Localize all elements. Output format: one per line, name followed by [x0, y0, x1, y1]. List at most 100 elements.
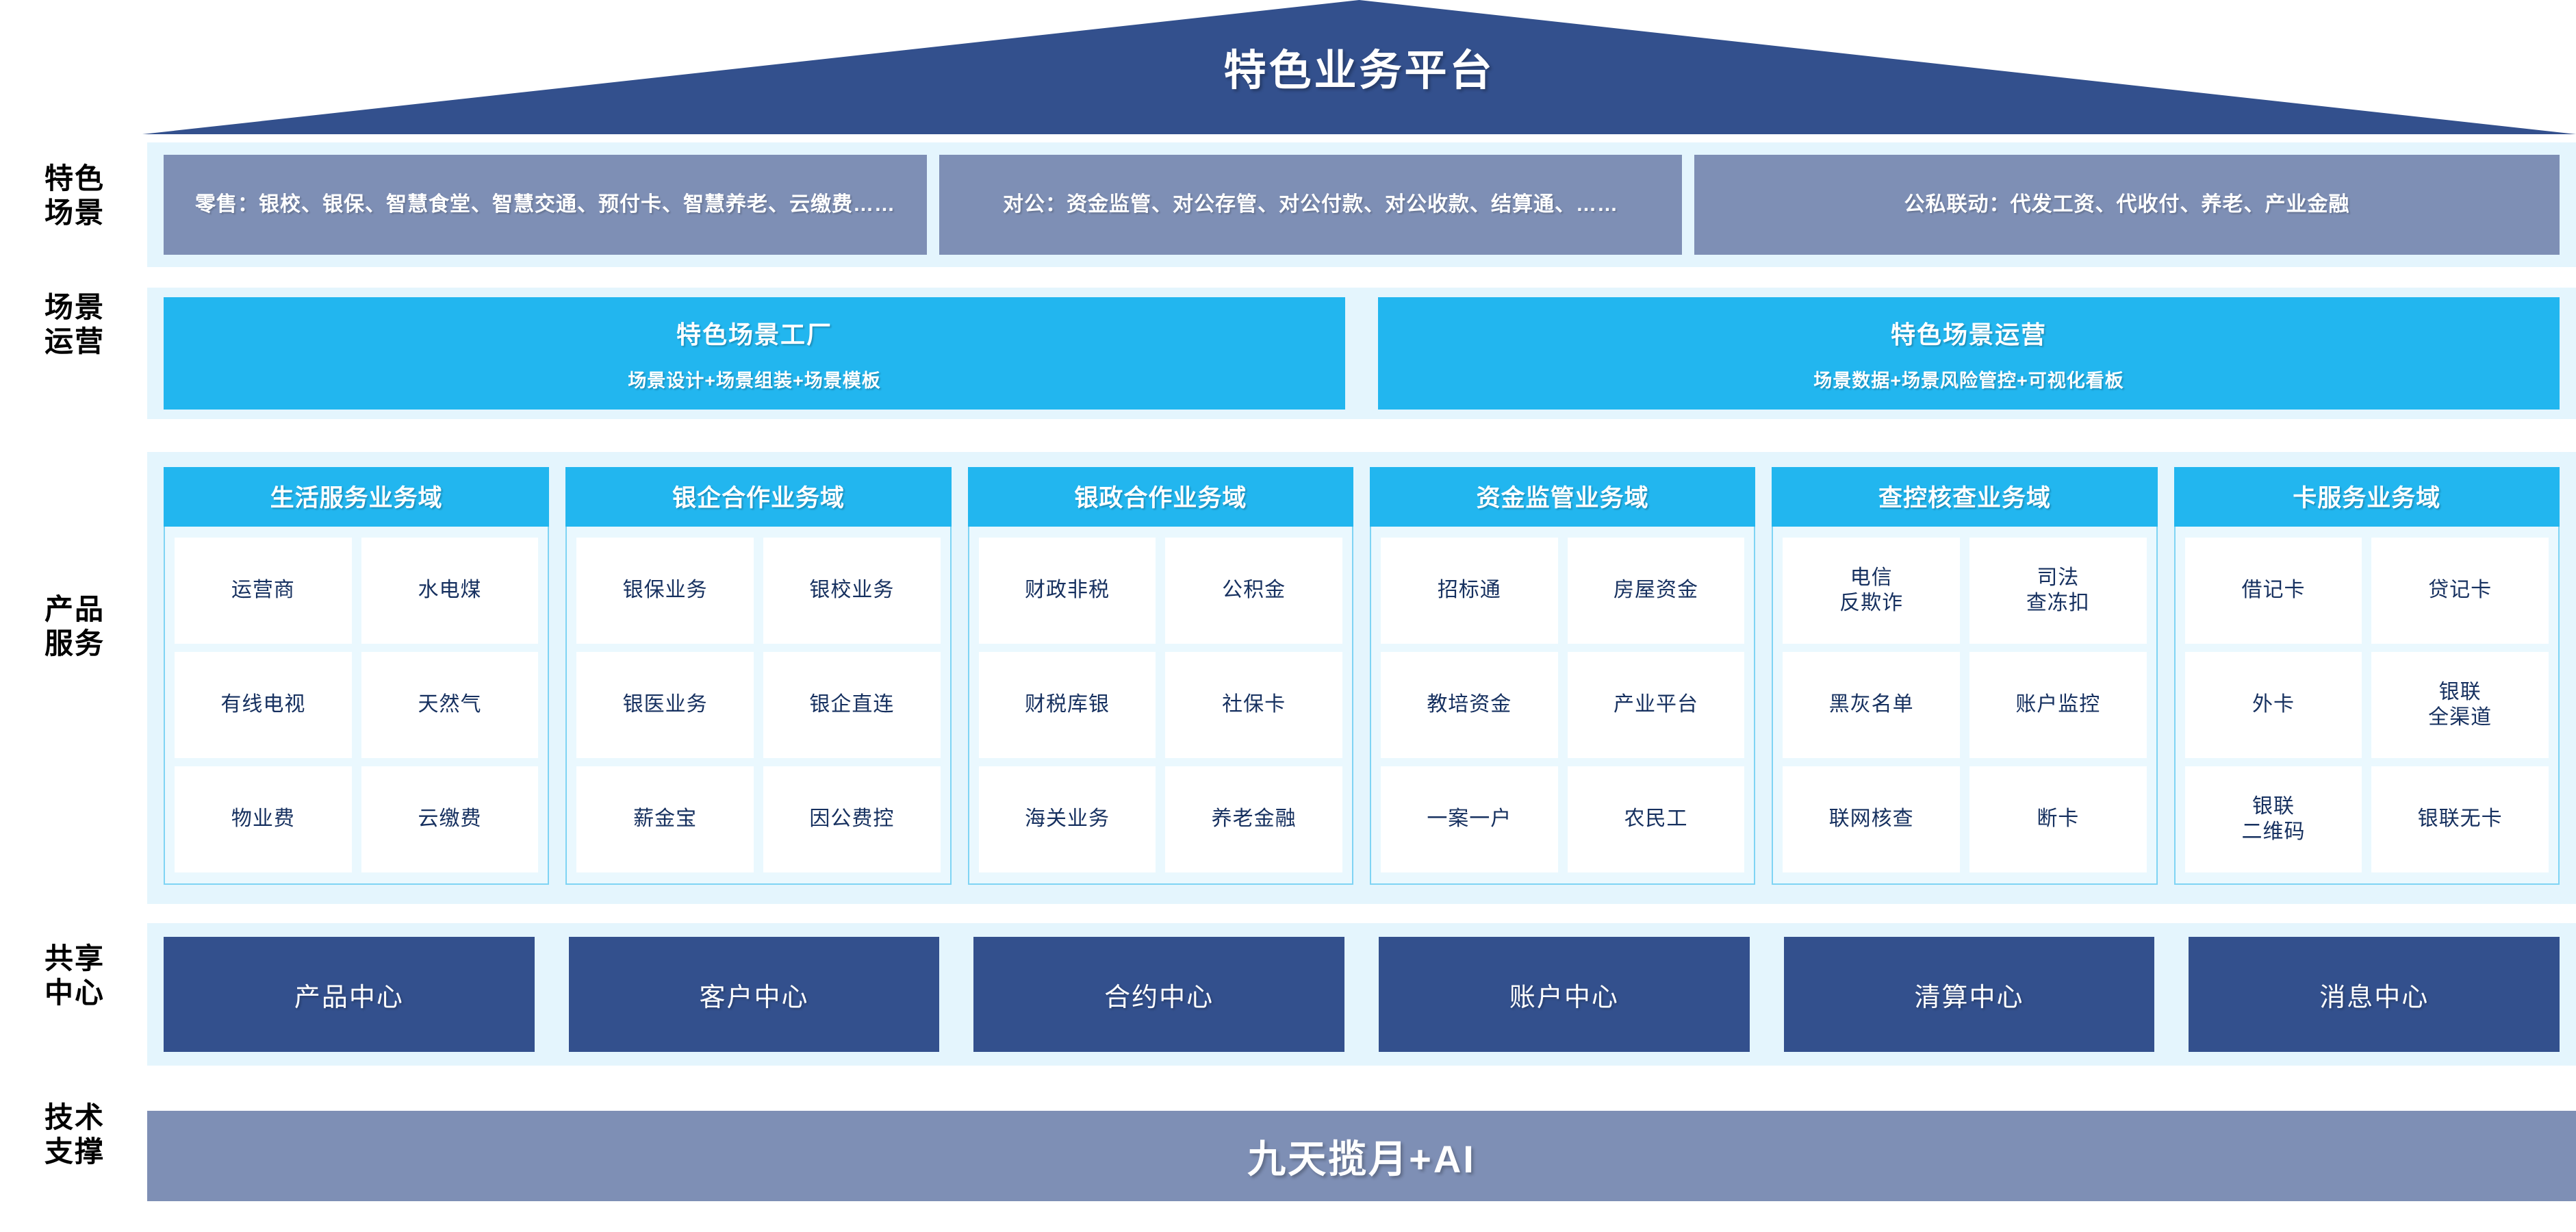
product-tile[interactable]: 财政非税: [978, 538, 1156, 644]
product-domain-column-3: 银政合作业务域财政非税公积金财税库银社保卡海关业务养老金融: [967, 467, 1353, 885]
product-tile[interactable]: 电信反欺诈: [1783, 538, 1960, 644]
product-domain-column-1: 生活服务业务域运营商水电煤有线电视天然气物业费云缴费: [164, 467, 550, 885]
product-domain-header-6[interactable]: 卡服务业务域: [2173, 467, 2560, 527]
product-domain-header-3[interactable]: 银政合作业务域: [967, 467, 1353, 527]
product-tile-row: 外卡银联全渠道: [2184, 652, 2549, 758]
product-domain-body-6: 借记卡贷记卡外卡银联全渠道银联二维码银联无卡: [2173, 527, 2560, 885]
product-tile-row: 银医业务银企直连: [576, 652, 941, 758]
product-tile-row: 财税库银社保卡: [978, 652, 1342, 758]
operations-title-1: 特色场景工厂: [676, 320, 832, 349]
product-domain-header-5[interactable]: 查控核查业务域: [1772, 467, 2158, 527]
product-tile-row: 教培资金产业平台: [1380, 652, 1745, 758]
product-domain-body-4: 招标通房屋资金教培资金产业平台一案一户农民工: [1369, 527, 1756, 885]
product-tile[interactable]: 账户监控: [1969, 652, 2147, 758]
product-tile-row: 黑灰名单账户监控: [1783, 652, 2147, 758]
shared-center-3[interactable]: 合约中心: [973, 937, 1345, 1052]
product-tile[interactable]: 银联全渠道: [2371, 652, 2549, 758]
row-label-centers: 共享 中心: [10, 942, 140, 1009]
product-tile-row: 财政非税公积金: [978, 538, 1342, 644]
product-tile[interactable]: 财税库银: [978, 652, 1156, 758]
product-tile[interactable]: 外卡: [2184, 652, 2362, 758]
row-label-tech-line2: 支撑: [44, 1135, 105, 1168]
scene-box-1: 零售：银校、银保、智慧食堂、智慧交通、预付卡、智慧养老、云缴费……: [164, 155, 927, 255]
product-tile[interactable]: 断卡: [1969, 766, 2147, 872]
product-tile[interactable]: 云缴费: [361, 766, 539, 872]
product-domain-column-2: 银企合作业务域银保业务银校业务银医业务银企直连薪金宝因公费控: [565, 467, 952, 885]
row-label-scenes-line2: 场景: [44, 196, 105, 229]
product-tile[interactable]: 司法查冻扣: [1969, 538, 2147, 644]
shared-centers-band: 产品中心客户中心合约中心账户中心清算中心消息中心: [147, 923, 2576, 1066]
product-tile[interactable]: 社保卡: [1165, 652, 1342, 758]
shared-center-2[interactable]: 客户中心: [568, 937, 940, 1052]
product-tile[interactable]: 教培资金: [1380, 652, 1558, 758]
product-tile[interactable]: 海关业务: [978, 766, 1156, 872]
row-label-operations-line2: 运营: [44, 325, 105, 357]
product-tile[interactable]: 招标通: [1380, 538, 1558, 644]
page-title: 特色业务平台: [1223, 47, 1495, 95]
product-tile[interactable]: 银医业务: [576, 652, 754, 758]
products-band: 生活服务业务域运营商水电煤有线电视天然气物业费云缴费银企合作业务域银保业务银校业…: [147, 452, 2576, 904]
product-tile-row: 银保业务银校业务: [576, 538, 941, 644]
scene-box-3: 公私联动：代发工资、代收付、养老、产业金融: [1694, 155, 2560, 255]
product-tile[interactable]: 银校业务: [763, 538, 941, 644]
row-label-operations-line1: 场景: [44, 291, 105, 323]
operations-band: 特色场景工厂场景设计+场景组装+场景模板特色场景运营场景数据+场景风险管控+可视…: [147, 288, 2576, 419]
operations-box-1: 特色场景工厂场景设计+场景组装+场景模板: [164, 297, 1345, 410]
operations-box-2: 特色场景运营场景数据+场景风险管控+可视化看板: [1378, 297, 2560, 410]
shared-center-1[interactable]: 产品中心: [164, 937, 535, 1052]
product-tile-row: 银联二维码银联无卡: [2184, 766, 2549, 872]
row-label-tech-line1: 技术: [44, 1101, 105, 1133]
product-domain-header-1[interactable]: 生活服务业务域: [164, 467, 550, 527]
product-tile-row: 运营商水电煤: [175, 538, 539, 644]
product-tile-row: 薪金宝因公费控: [576, 766, 941, 872]
platform-title-banner: 特色业务平台: [142, 0, 2576, 134]
product-tile[interactable]: 银联无卡: [2371, 766, 2549, 872]
operations-subtitle-1: 场景设计+场景组装+场景模板: [628, 370, 881, 391]
product-tile[interactable]: 公积金: [1165, 538, 1342, 644]
product-tile[interactable]: 天然气: [361, 652, 539, 758]
product-domain-header-2[interactable]: 银企合作业务域: [565, 467, 952, 527]
scenes-band: 零售：银校、银保、智慧食堂、智慧交通、预付卡、智慧养老、云缴费……对公：资金监管…: [147, 142, 2576, 267]
product-tile[interactable]: 银保业务: [576, 538, 754, 644]
product-tile[interactable]: 黑灰名单: [1783, 652, 1960, 758]
product-tile-row: 海关业务养老金融: [978, 766, 1342, 872]
product-tile[interactable]: 养老金融: [1165, 766, 1342, 872]
product-tile[interactable]: 房屋资金: [1567, 538, 1745, 644]
product-tile[interactable]: 产业平台: [1567, 652, 1745, 758]
product-tile[interactable]: 一案一户: [1380, 766, 1558, 872]
row-label-tech: 技术 支撑: [10, 1101, 140, 1168]
shared-center-4[interactable]: 账户中心: [1379, 937, 1750, 1052]
shared-center-6[interactable]: 消息中心: [2189, 937, 2560, 1052]
row-label-centers-line2: 中心: [44, 976, 105, 1009]
tech-support-bar: 九天揽月+AI: [147, 1111, 2576, 1201]
operations-subtitle-2: 场景数据+场景风险管控+可视化看板: [1813, 370, 2124, 391]
product-domain-column-6: 卡服务业务域借记卡贷记卡外卡银联全渠道银联二维码银联无卡: [2173, 467, 2560, 885]
row-label-operations: 场景 运营: [10, 290, 140, 358]
product-tile[interactable]: 农民工: [1567, 766, 1745, 872]
product-domain-body-5: 电信反欺诈司法查冻扣黑灰名单账户监控联网核查断卡: [1772, 527, 2158, 885]
product-tile-row: 一案一户农民工: [1380, 766, 1745, 872]
row-label-scenes: 特色 场景: [10, 162, 140, 229]
product-tile[interactable]: 运营商: [175, 538, 352, 644]
product-tile[interactable]: 水电煤: [361, 538, 539, 644]
scene-box-2: 对公：资金监管、对公存管、对公付款、对公收款、结算通、……: [939, 155, 1682, 255]
product-tile-row: 有线电视天然气: [175, 652, 539, 758]
product-tile[interactable]: 联网核查: [1783, 766, 1960, 872]
product-domain-body-1: 运营商水电煤有线电视天然气物业费云缴费: [164, 527, 550, 885]
product-tile[interactable]: 借记卡: [2184, 538, 2362, 644]
product-domain-header-4[interactable]: 资金监管业务域: [1369, 467, 1756, 527]
product-tile[interactable]: 银联二维码: [2184, 766, 2362, 872]
product-domain-column-4: 资金监管业务域招标通房屋资金教培资金产业平台一案一户农民工: [1369, 467, 1756, 885]
operations-title-2: 特色场景运营: [1890, 320, 2047, 349]
row-label-centers-line1: 共享: [44, 942, 105, 975]
product-tile[interactable]: 银企直连: [763, 652, 941, 758]
product-tile[interactable]: 薪金宝: [576, 766, 754, 872]
product-tile[interactable]: 物业费: [175, 766, 352, 872]
product-tile[interactable]: 贷记卡: [2371, 538, 2549, 644]
product-domain-column-5: 查控核查业务域电信反欺诈司法查冻扣黑灰名单账户监控联网核查断卡: [1772, 467, 2158, 885]
product-tile[interactable]: 有线电视: [175, 652, 352, 758]
shared-center-5[interactable]: 清算中心: [1783, 937, 2155, 1052]
product-tile[interactable]: 因公费控: [763, 766, 941, 872]
row-label-scenes-line1: 特色: [44, 162, 105, 194]
